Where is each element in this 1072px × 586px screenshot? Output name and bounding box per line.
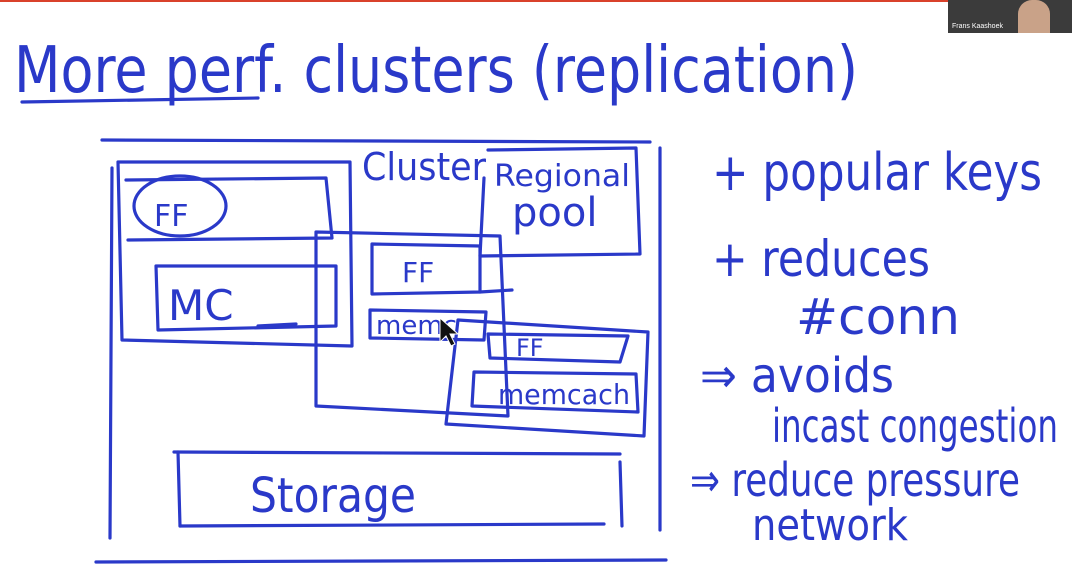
participant-video-tile[interactable]: Frans Kaashoek — [948, 0, 1072, 33]
diagram-outer-frame — [94, 138, 668, 564]
note-num-conn: #conn — [796, 288, 960, 346]
regional-pool-label-line2: pool — [512, 190, 597, 236]
participant-video-feed — [1018, 0, 1050, 33]
right-cluster-box — [444, 318, 650, 438]
participant-name-label: Frans Kaashoek — [952, 23, 1003, 30]
mc-box — [154, 264, 338, 332]
title-underline — [20, 96, 260, 104]
ff-top-label: FF — [154, 199, 189, 234]
memcache-right-label: memcach — [498, 378, 630, 411]
ff-right-label: FF — [516, 334, 544, 362]
storage-label: Storage — [250, 468, 416, 524]
memc-mid-box — [368, 308, 488, 342]
whiteboard-title: More perf. clusters (replication) — [14, 34, 858, 108]
cluster-box — [116, 160, 354, 348]
storage-box — [172, 450, 624, 528]
mouse-pointer-icon — [439, 316, 460, 347]
memcache-right-box — [470, 370, 640, 414]
note-network: network — [752, 500, 908, 551]
ff-right-box — [486, 332, 630, 364]
cluster-label: Cluster — [362, 145, 486, 189]
note-reduce-pressure: ⇒ reduce pressure — [690, 453, 1020, 507]
note-popular-keys: + popular keys — [712, 143, 1042, 203]
ff-mid-label: FF — [402, 256, 434, 289]
note-incast-congestion: incast congestion — [772, 399, 1058, 453]
regional-pool-label-line1: Regional — [494, 159, 630, 194]
middle-cluster-box — [314, 230, 514, 418]
ff-oval — [132, 174, 228, 238]
window-top-accent-bar — [0, 0, 948, 2]
note-reduces: + reduces — [712, 230, 930, 288]
mc-label: MC — [168, 281, 234, 330]
note-avoids: ⇒ avoids — [700, 348, 894, 404]
regional-pool-box — [478, 146, 642, 258]
